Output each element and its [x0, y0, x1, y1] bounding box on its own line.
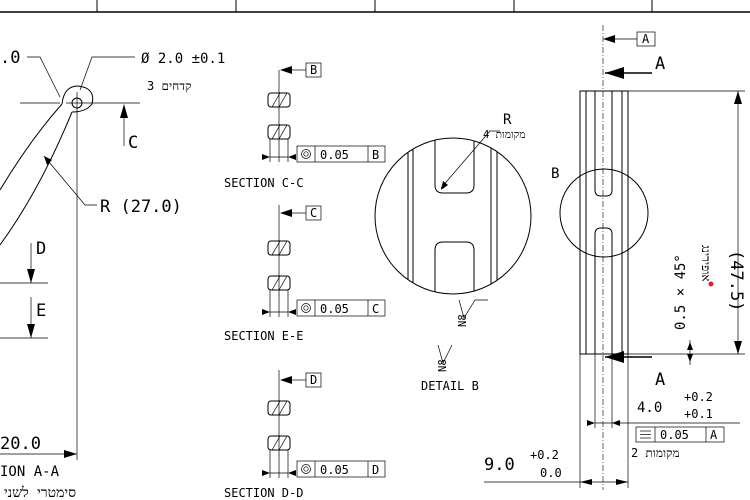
section-arrow-d: D	[36, 239, 46, 259]
tolerance-e-value: 0.05	[320, 302, 349, 316]
title-block-border	[0, 0, 750, 13]
flatness-datum: A	[710, 428, 718, 442]
tolerance-d-value: 0.05	[320, 463, 349, 477]
surface-mark-2: N8	[437, 359, 449, 372]
flatness-tolerance: 0.05	[660, 428, 689, 442]
tolerance-d-datum: D	[372, 463, 379, 477]
width-nominal: 4.0	[637, 400, 662, 416]
datum-a-label: A	[642, 32, 650, 46]
hole-count-note: 3 קדחים	[147, 79, 191, 93]
datum-c-label: C	[310, 206, 317, 220]
arm-inner-edge	[0, 111, 73, 246]
width-tol-upper: +0.2	[684, 390, 713, 404]
overall-tol-upper: +0.2	[530, 448, 559, 462]
detail-b: R 4 מקומות N8 N8 DETAIL B	[374, 112, 532, 393]
radius-label: R (27.0)	[100, 197, 182, 217]
arm-tip	[61, 85, 94, 113]
red-marker-dot	[708, 281, 714, 287]
places-note: 2 מקומות	[631, 446, 680, 460]
chamfer-dimension: 0.5 × 45°	[673, 254, 689, 330]
detail-radius-note: 4 מקומות	[483, 129, 526, 141]
dim-top-partial: .0	[0, 48, 20, 68]
section-d-d-title: SECTION D-D	[224, 486, 303, 500]
arm-outer-edge	[0, 103, 63, 191]
tolerance-e-datum: C	[372, 302, 379, 316]
detail-radius-label: R	[503, 112, 512, 128]
section-arrow-c: C	[128, 133, 138, 153]
detail-circle	[374, 137, 532, 295]
left-view: .0 Ø 2.0 ±0.1 3 קדחים C R (27.0) D E 20.…	[0, 48, 225, 500]
detail-callout-circle	[559, 168, 649, 258]
bottom-dimension: 20.0	[0, 434, 41, 454]
right-view: A A B A (47.5) 0.5 × 45° אופירינג	[484, 25, 746, 490]
section-a-title: ION A-A	[0, 464, 60, 480]
section-c-c-title: SECTION C-C	[224, 176, 303, 190]
symmetric-note: סימטרי לשני	[4, 485, 76, 500]
datum-b-label: B	[310, 63, 317, 77]
section-a-top-label: A	[655, 54, 665, 74]
section-e-e-title: SECTION E-E	[224, 329, 303, 343]
tolerance-c-value: 0.05	[320, 148, 349, 162]
section-d-d: D 0.05 D SECTION D-D	[224, 370, 386, 500]
overall-tol-lower: 0.0	[540, 466, 562, 480]
overall-width-nominal: 9.0	[484, 455, 515, 475]
detail-b-title: DETAIL B	[421, 379, 479, 393]
hole-diameter-dim: Ø 2.0 ±0.1	[141, 51, 225, 67]
section-arrow-e: E	[36, 301, 46, 321]
surface-mark-1: N8	[457, 314, 469, 327]
section-c-c: B 0.05 B SECTION C-C	[224, 62, 386, 190]
tolerance-c-datum: B	[372, 148, 379, 162]
section-a-bottom-label: A	[655, 370, 665, 390]
chamfer-note: אופירינג	[699, 245, 713, 282]
detail-callout-label: B	[551, 166, 559, 182]
datum-d-label: D	[310, 373, 317, 387]
width-tol-lower: +0.1	[684, 407, 713, 421]
length-dimension: (47.5)	[726, 250, 746, 311]
section-e-e: C 0.05 C SECTION E-E	[224, 205, 386, 343]
